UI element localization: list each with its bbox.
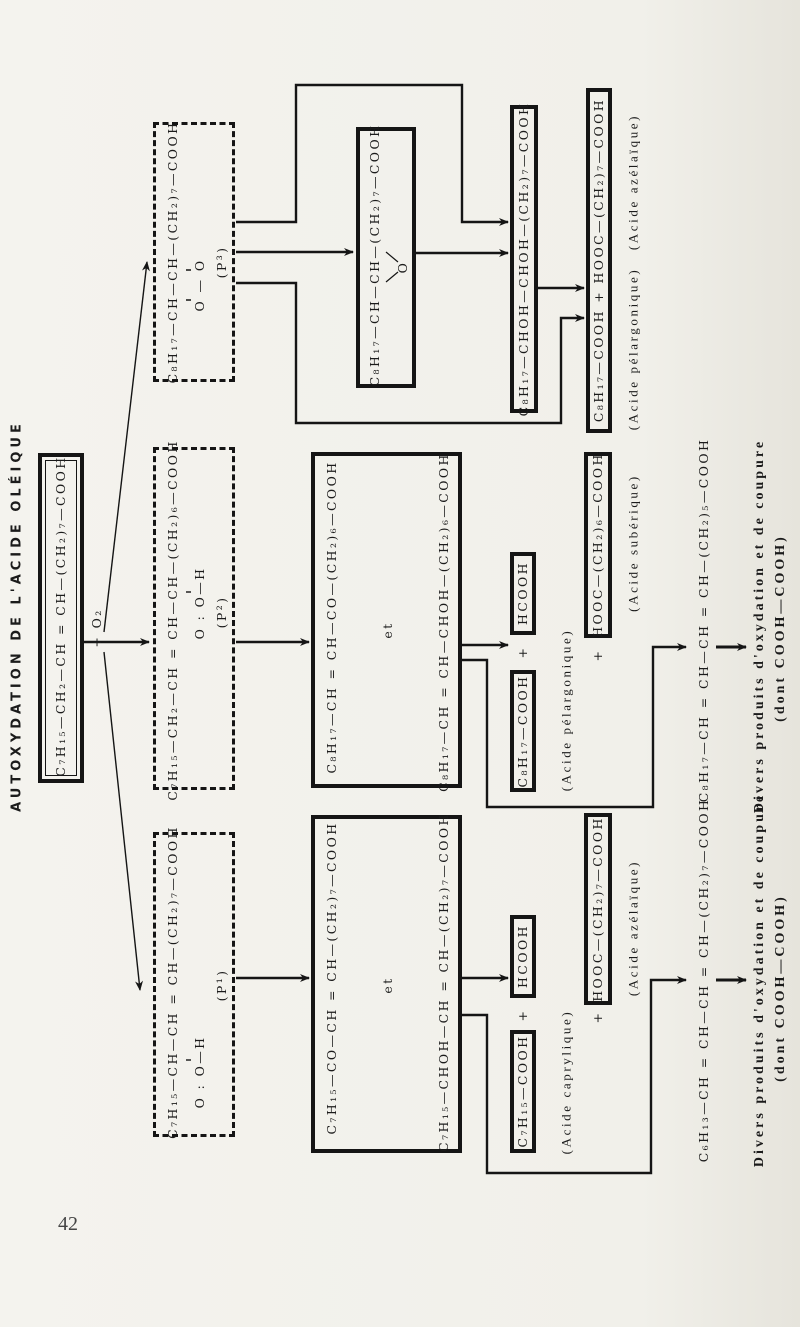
bottom-line2: C₇H₁₅—CHOH—CH = CH—(CH₂)₇—COOH	[435, 812, 451, 1152]
middle-plus2: +	[589, 648, 605, 662]
arrow-o2-to-p3	[103, 261, 150, 633]
middle-line2: C₈H₁₇—CH = CH—CHOH—(CH₂)₆—COOH	[435, 452, 451, 792]
bottom-divers: Divers produits d'oxydation et de coupur…	[752, 792, 767, 1168]
epoxide-oxygen: O	[394, 260, 410, 274]
p1-label: (P¹)	[213, 968, 229, 1002]
arrow-middle-to-diene	[462, 643, 687, 809]
p3-formula: C₈H₁₇—CH—CH—(CH₂)₇—COOH	[164, 120, 180, 384]
p1-substituent: O : O—H	[191, 1035, 207, 1109]
oleic-acid-formula: C₇H₁₅—CH₂—CH = CH—(CH₂)₇—COOH	[52, 455, 68, 777]
top-products-formula: C₈H₁₇—COOH + HOOC—(CH₂)₇—COOH	[590, 97, 606, 423]
p2-formula: C₇H₁₅—CH₂—CH = CH—CH—(CH₂)₆—COOH	[164, 439, 180, 801]
epoxide-bridge	[385, 251, 399, 283]
bottom-line1: C₇H₁₅—CO—CH = CH—(CH₂)₇—COOH	[323, 821, 339, 1135]
bottom-formic-box	[510, 915, 536, 998]
middle-diacid: HOOC—(CH₂)₆—COOH	[589, 452, 605, 638]
middle-acid: C₈H₁₇—COOH	[514, 674, 530, 788]
hydroperoxide-p1-box	[153, 832, 235, 1137]
diol-formula: C₈H₁₇—CHOH—CHOH—(CH₂)₇—COOH	[515, 101, 531, 417]
diol-box	[510, 105, 538, 413]
bottom-formic: HCOOH	[514, 924, 530, 988]
p2-label: (P²)	[213, 595, 229, 629]
bottom-diacid-label: (Acide azélaïque)	[625, 859, 641, 997]
bottom-ketone-alcohol-box	[311, 815, 462, 1153]
arrow-bottom-to-diene	[462, 976, 687, 1175]
middle-ketone-alcohol-box	[311, 452, 462, 788]
bottom-acid-box	[510, 1030, 536, 1153]
diagram-title: AUTOXYDATION DE L'ACIDE OLÉIQUE	[9, 420, 25, 812]
bottom-plus2: +	[589, 1010, 605, 1024]
top-label-azelaic: (Acide azélaïque)	[625, 113, 641, 251]
bottom-diene: C₆H₁₃—CH = CH—CH = CH—(CH₂)₇—COOH	[695, 797, 711, 1163]
middle-divers: Divers produits d'oxydation et de coupur…	[752, 438, 767, 814]
arrow-o2-to-p1	[103, 651, 144, 991]
bottom-dont: (dont COOH—COOH)	[773, 894, 788, 1082]
p3-bond-marks	[186, 269, 191, 301]
top-label-pelargonic: (Acide pélargonique)	[625, 267, 641, 431]
p1-formula: C₇H₁₅—CH—CH = CH—(CH₂)₇—COOH	[164, 825, 180, 1139]
middle-diacid-label: (Acide subérique)	[625, 474, 641, 612]
middle-formic: HCOOH	[514, 561, 530, 625]
middle-dont: (dont COOH—COOH)	[773, 534, 788, 722]
epoxide-box	[356, 127, 416, 388]
top-products-box	[586, 88, 612, 433]
reagent-o2: + O₂	[88, 608, 104, 648]
hydroperoxide-p2-box	[153, 447, 235, 790]
middle-formic-box	[510, 552, 536, 635]
middle-et: et	[379, 621, 395, 639]
bottom-diacid: HOOC—(CH₂)₇—COOH	[589, 816, 605, 1002]
bottom-acid: C₇H₁₅—COOH	[514, 1034, 530, 1148]
page-number: 42	[58, 1213, 78, 1235]
middle-diacid-box	[584, 452, 612, 638]
bottom-acid-label: (Acide caprylique)	[558, 1009, 574, 1155]
arrow-p3-to-products	[236, 281, 585, 425]
middle-acid-label: (Acide pélargonique)	[558, 628, 574, 792]
middle-plus1: +	[514, 645, 530, 659]
p2-substituent: O : O—H	[191, 566, 207, 640]
p3-label: (P³)	[213, 245, 229, 279]
middle-acid-box	[510, 670, 536, 792]
p3-substituent: O — O	[191, 258, 207, 312]
arrow-p3-to-diol-upper	[236, 83, 509, 226]
hydroperoxide-p3-box	[153, 122, 235, 382]
middle-diene: C₈H₁₇—CH = CH—CH = CH—(CH₂)₅—COOH	[695, 437, 711, 803]
epoxide-formula: C₈H₁₇—CH—CH—(CH₂)₇—COOH	[366, 123, 382, 387]
bottom-et: et	[379, 976, 395, 994]
bottom-plus1: +	[514, 1008, 530, 1022]
middle-line1: C₈H₁₇—CH = CH—CO—(CH₂)₆—COOH	[323, 460, 339, 774]
bottom-diacid-box	[584, 813, 612, 1005]
oleic-acid-box	[38, 453, 84, 783]
